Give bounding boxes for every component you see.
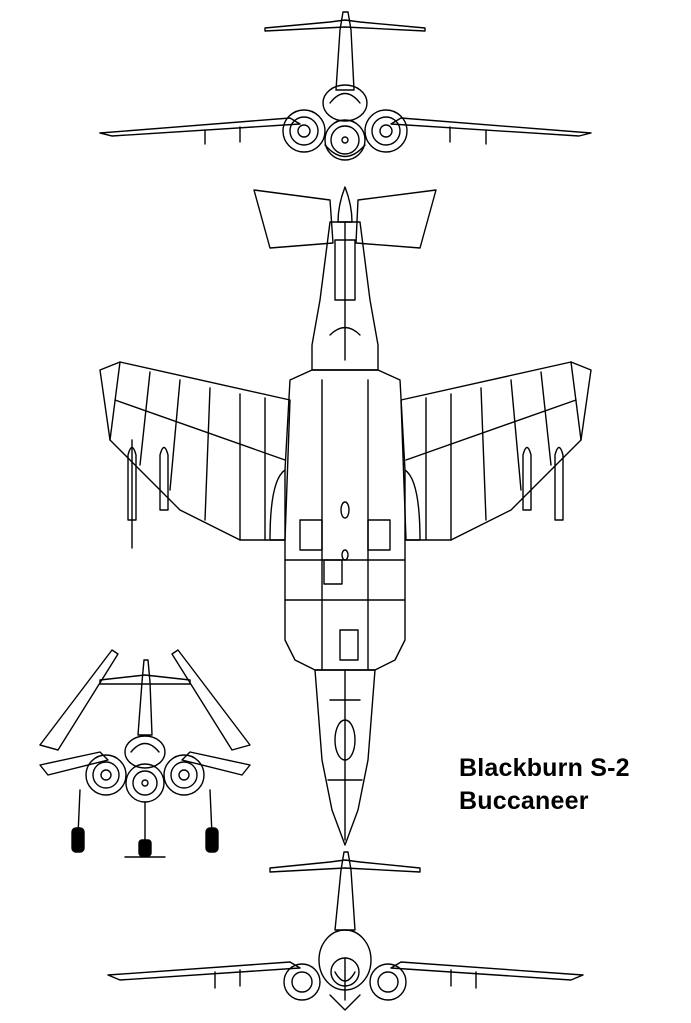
aircraft-title-line-1: Blackburn S-2 bbox=[459, 754, 630, 782]
aircraft-title: Blackburn S-2 Buccaneer bbox=[459, 752, 630, 818]
front-view-gear-down bbox=[39, 649, 251, 858]
plan-view bbox=[99, 186, 592, 846]
front-view-top bbox=[99, 11, 592, 161]
rear-view bbox=[107, 851, 584, 1011]
aircraft-title-line-2: Buccaneer bbox=[459, 787, 589, 815]
